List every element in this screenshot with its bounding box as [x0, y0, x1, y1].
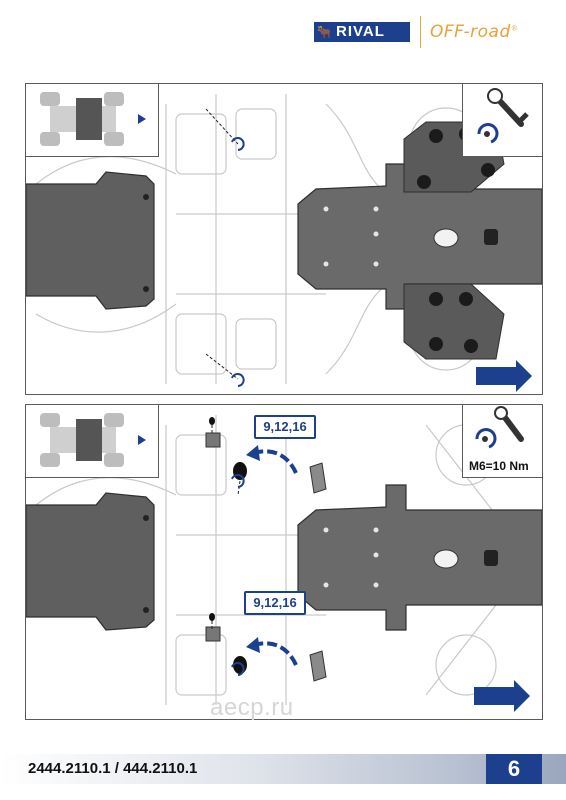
- footer-bar: [0, 754, 566, 784]
- part-number: 2444.2110.1 / 444.2110.1: [28, 760, 198, 777]
- atv-topview-icon: [40, 413, 146, 467]
- rotate-cw-icon: [231, 137, 245, 151]
- right-arrow-icon: [476, 360, 532, 392]
- wrench-icon: [475, 406, 524, 449]
- part-callout-lower: 9,12,16: [244, 591, 306, 615]
- rotate-cw-icon: [231, 662, 245, 676]
- bull-icon: 🐂: [317, 25, 333, 39]
- bracket-part: [205, 432, 221, 448]
- curved-arrow-icon: [246, 637, 260, 653]
- logo-divider: [420, 16, 421, 48]
- vehicle-thumbnail: [26, 84, 159, 157]
- offroad-logo: OFF-road®: [430, 22, 518, 42]
- atv-topview-icon: [40, 92, 146, 146]
- assembly-illustration-top: [26, 94, 542, 392]
- step-panel-top: [25, 83, 543, 395]
- left-skid-plate: [26, 492, 155, 631]
- offroad-text: OFF-road: [430, 22, 511, 42]
- bracket-part: [205, 626, 221, 642]
- center-skid-plate: [297, 484, 542, 631]
- rival-logo: 🐂 RIVAL: [314, 22, 410, 42]
- torque-spec: M6=10 Nm: [469, 459, 529, 473]
- wrench-icon: [477, 88, 529, 144]
- registered-mark: ®: [510, 24, 519, 33]
- part-callout-upper: 9,12,16: [254, 415, 316, 439]
- rotate-cw-icon: [231, 373, 245, 387]
- lower-bracket: [403, 283, 505, 360]
- tool-box: M6=10 Nm: [462, 405, 542, 478]
- brand-name: RIVAL: [336, 23, 385, 40]
- left-skid-plate: [26, 171, 155, 310]
- watermark: aecp.ru: [210, 694, 294, 721]
- assembly-illustration-bottom: [26, 415, 542, 712]
- page-number: 6: [486, 754, 542, 784]
- vehicle-thumbnail: [26, 405, 159, 478]
- right-arrow-icon: [474, 680, 530, 712]
- center-skid-plate: [297, 163, 542, 310]
- rotate-cw-icon: [231, 474, 245, 488]
- step-panel-bottom: M6=10 Nm 9,12,16 9,12,16: [25, 404, 543, 720]
- tool-box: [462, 84, 542, 157]
- curved-arrow-icon: [246, 445, 260, 461]
